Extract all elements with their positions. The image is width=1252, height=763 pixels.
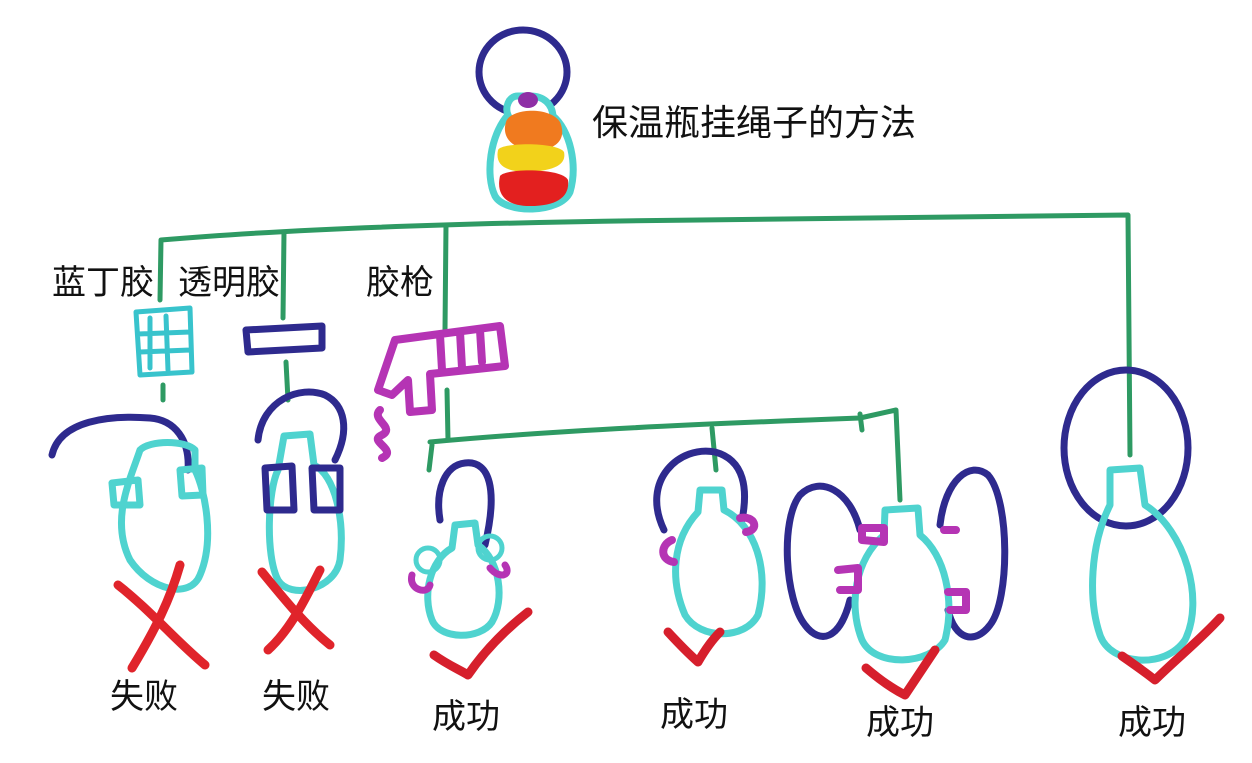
method-label-clear-tape: 透明胶 (178, 266, 280, 300)
result-label-loop: 成功 (1118, 706, 1186, 740)
check-icon (434, 612, 528, 675)
stem-glue-gun (447, 390, 448, 440)
result-label-glue-gun-3: 成功 (866, 706, 934, 740)
tape-icon (246, 326, 322, 352)
bottle-icon (676, 490, 763, 634)
glue-dot-icon (411, 565, 507, 590)
method-label-glue-gun: 胶枪 (366, 266, 434, 300)
method-loop-illustration (1064, 370, 1220, 680)
branch-clear-tape (283, 232, 284, 318)
cross-icon (118, 565, 205, 668)
bottle-icon (112, 443, 208, 590)
method-label-blue-tape: 蓝丁胶 (52, 266, 154, 300)
method-blue-tape-illustration (52, 308, 208, 668)
strap-loop-icon (1064, 370, 1188, 526)
strap-icon (258, 392, 344, 460)
strap-icon (787, 486, 860, 636)
thermos-orange-band (505, 111, 562, 151)
method-glue-gun-2-illustration (657, 451, 762, 662)
result-label-glue-gun-1: 成功 (432, 700, 500, 734)
method-clear-tape-illustration (246, 326, 344, 650)
thermos-cap (518, 92, 538, 108)
branch-glue-gun (445, 225, 446, 330)
branch-glue-gun-3 (860, 414, 862, 430)
strap-icon (439, 463, 491, 545)
method-glue-gun-3-illustration (787, 470, 1004, 695)
diagram-title: 保温瓶挂绳子的方法 (592, 106, 916, 142)
result-label-glue-gun-2: 成功 (660, 698, 728, 732)
method-glue-gun-1-illustration (411, 463, 528, 675)
result-label-blue-tape: 失败 (110, 680, 178, 714)
tree-branches (160, 215, 1130, 500)
check-icon (668, 632, 720, 662)
thermos-illustration (479, 30, 573, 209)
main-branch (160, 215, 1130, 455)
blue-tack-icon (136, 308, 192, 375)
result-label-clear-tape: 失败 (262, 680, 330, 714)
